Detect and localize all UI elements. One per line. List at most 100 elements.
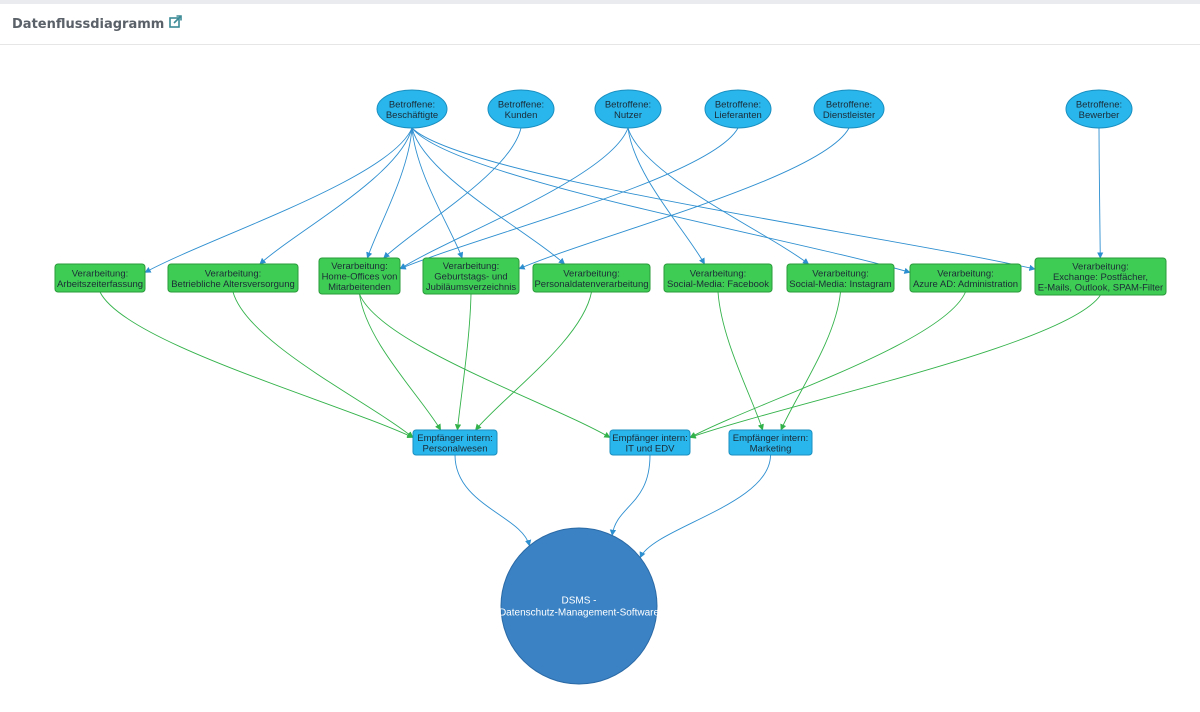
- empfaenger-e2-label-line: Empfänger intern:: [612, 433, 688, 444]
- edge-b4-to-v3: [399, 127, 739, 270]
- verarbeitung-node-v8[interactable]: Verarbeitung:Azure AD: Administration: [909, 263, 1022, 293]
- verarbeitung-node-v9[interactable]: Verarbeitung:Exchange: Postfächer,E-Mail…: [1034, 257, 1167, 296]
- verarbeitung-v4-label-line: Jubiläumsverzeichnis: [426, 282, 517, 293]
- edge-b1-to-v9: [411, 127, 1036, 271]
- edge-e1-to-s1: [454, 454, 532, 547]
- empfaenger-shape-e2: [609, 429, 691, 456]
- dsms-node-s1[interactable]: DSMS -Datenschutz-Management-Software: [499, 527, 660, 685]
- betroffene-node-b3[interactable]: Betroffene:Nutzer: [594, 89, 662, 129]
- edge-b3-to-v6: [627, 127, 705, 265]
- empfaenger-e1-label-line: Empfänger intern:: [417, 433, 493, 444]
- betroffene-node-b6[interactable]: Betroffene:Bewerber: [1065, 89, 1133, 129]
- verarbeitung-v3-label-line: Verarbeitung:: [331, 261, 388, 272]
- verarbeitung-v2-label-line: Verarbeitung:: [205, 268, 262, 279]
- betroffene-b5-label-line: Betroffene:: [826, 99, 872, 110]
- verarbeitung-node-v7[interactable]: Verarbeitung:Social-Media: Instagram: [786, 263, 895, 293]
- verarbeitung-v5-label-line: Personaldatenverarbeitung: [534, 279, 648, 290]
- edge-v6-to-e3: [717, 291, 764, 431]
- edge-v4-to-e1: [454, 293, 472, 431]
- verarbeitung-v6-label-line: Verarbeitung:: [690, 268, 747, 279]
- edge-v7-to-e3: [780, 291, 841, 431]
- verarbeitung-v9-label-line: E-Mails, Outlook, SPAM-Filter: [1038, 283, 1163, 294]
- top-strip: [0, 0, 1200, 4]
- verarbeitung-v5-label-line: Verarbeitung:: [563, 268, 620, 279]
- verarbeitung-shape-v4: [422, 257, 520, 295]
- edge-b3-to-v3: [399, 127, 629, 270]
- edge-b1-to-v8: [411, 127, 911, 274]
- betroffene-node-b1[interactable]: Betroffene:Beschäftigte: [376, 89, 448, 129]
- betroffene-shape-b5: [813, 89, 885, 129]
- empfaenger-node-e1[interactable]: Empfänger intern:Personalwesen: [412, 429, 498, 456]
- verarbeitung-node-v3[interactable]: Verarbeitung:Home-Offices vonMitarbeiten…: [318, 257, 401, 295]
- edge-b1-to-v3: [366, 127, 413, 259]
- edge-v2-to-e1: [232, 291, 414, 438]
- betroffene-shape-b4: [704, 89, 772, 129]
- verarbeitung-node-v4[interactable]: Verarbeitung:Geburtstags- undJubiläumsve…: [422, 257, 520, 295]
- verarbeitung-v8-label-line: Verarbeitung:: [937, 268, 994, 279]
- dsms-s1-label-line: Datenschutz-Management-Software: [499, 608, 660, 619]
- betroffene-node-b5[interactable]: Betroffene:Dienstleister: [813, 89, 885, 129]
- verarbeitung-v1-label-line: Arbeitszeiterfassung: [57, 279, 143, 290]
- verarbeitung-shape-v3: [318, 257, 401, 295]
- edge-v8-to-e2: [689, 291, 966, 438]
- verarbeitung-v3-label-line: Mitarbeitenden: [328, 282, 391, 293]
- empfaenger-e1-label-line: Personalwesen: [423, 443, 488, 454]
- empfaenger-node-e2[interactable]: Empfänger intern:IT und EDV: [609, 429, 691, 456]
- betroffene-b6-label-line: Bewerber: [1079, 110, 1120, 121]
- betroffene-b4-label-line: Lieferanten: [714, 110, 762, 121]
- betroffene-shape-b2: [487, 89, 555, 129]
- verarbeitung-v2-label-line: Betriebliche Altersversorgung: [171, 279, 295, 290]
- verarbeitung-shape-v5: [532, 263, 651, 293]
- dsms-s1-label-line: DSMS -: [562, 596, 597, 607]
- verarbeitung-v7-label-line: Social-Media: Instagram: [789, 279, 892, 290]
- edge-b1-to-v5: [411, 127, 566, 265]
- dsms-shape-s1: [500, 527, 658, 685]
- empfaenger-node-e3[interactable]: Empfänger intern:Marketing: [728, 429, 813, 456]
- verarbeitung-v1-label-line: Verarbeitung:: [72, 268, 129, 279]
- edge-v9-to-e2: [689, 294, 1101, 439]
- verarbeitung-shape-v1: [54, 263, 146, 293]
- nodes-layer: Betroffene:BeschäftigteBetroffene:Kunden…: [54, 89, 1167, 685]
- edge-b6-to-v9: [1097, 127, 1104, 259]
- betroffene-b4-label-line: Betroffene:: [715, 99, 761, 110]
- verarbeitung-v4-label-line: Verarbeitung:: [443, 261, 500, 272]
- verarbeitung-v3-label-line: Home-Offices von: [322, 272, 398, 283]
- empfaenger-shape-e3: [728, 429, 813, 456]
- edge-v3-to-e1: [359, 293, 442, 431]
- diagram-canvas: Betroffene:BeschäftigteBetroffene:Kunden…: [54, 89, 1167, 685]
- betroffene-node-b2[interactable]: Betroffene:Kunden: [487, 89, 555, 129]
- edge-b1-to-v4: [411, 127, 464, 259]
- betroffene-b1-label-line: Beschäftigte: [386, 110, 438, 121]
- edge-b1-to-v1: [144, 127, 413, 273]
- edge-b1-to-v2: [259, 127, 413, 265]
- edge-v5-to-e1: [475, 291, 592, 431]
- empfaenger-e2-label-line: IT und EDV: [626, 443, 676, 454]
- betroffene-b5-label-line: Dienstleister: [823, 110, 875, 121]
- verarbeitung-shape-v8: [909, 263, 1022, 293]
- verarbeitung-v9-label-line: Verarbeitung:: [1072, 262, 1129, 273]
- betroffene-shape-b6: [1065, 89, 1133, 129]
- verarbeitung-v8-label-line: Azure AD: Administration: [913, 279, 1018, 290]
- empfaenger-e3-label-line: Empfänger intern:: [733, 433, 809, 444]
- verarbeitung-v9-label-line: Exchange: Postfächer,: [1053, 272, 1148, 283]
- verarbeitung-shape-v9: [1034, 257, 1167, 296]
- edge-v3-to-e2: [359, 293, 611, 438]
- betroffene-b1-label-line: Betroffene:: [389, 99, 435, 110]
- external-link-icon[interactable]: [169, 15, 183, 33]
- edge-b3-to-v7: [627, 127, 810, 265]
- edge-b5-to-v4: [518, 127, 850, 270]
- edge-b2-to-v3: [383, 127, 522, 259]
- verarbeitung-shape-v6: [663, 263, 773, 293]
- betroffene-shape-b3: [594, 89, 662, 129]
- betroffene-b3-label-line: Betroffene:: [605, 99, 651, 110]
- betroffene-node-b4[interactable]: Betroffene:Lieferanten: [704, 89, 772, 129]
- verarbeitung-node-v1[interactable]: Verarbeitung:Arbeitszeiterfassung: [54, 263, 146, 293]
- verarbeitung-node-v2[interactable]: Verarbeitung:Betriebliche Altersversorgu…: [167, 263, 299, 293]
- verarbeitung-node-v6[interactable]: Verarbeitung:Social-Media: Facebook: [663, 263, 773, 293]
- betroffene-b6-label-line: Betroffene:: [1076, 99, 1122, 110]
- verarbeitung-shape-v2: [167, 263, 299, 293]
- panel-header: Datenflussdiagramm: [0, 4, 1200, 45]
- verarbeitung-v7-label-line: Verarbeitung:: [812, 268, 869, 279]
- verarbeitung-node-v5[interactable]: Verarbeitung:Personaldatenverarbeitung: [532, 263, 651, 293]
